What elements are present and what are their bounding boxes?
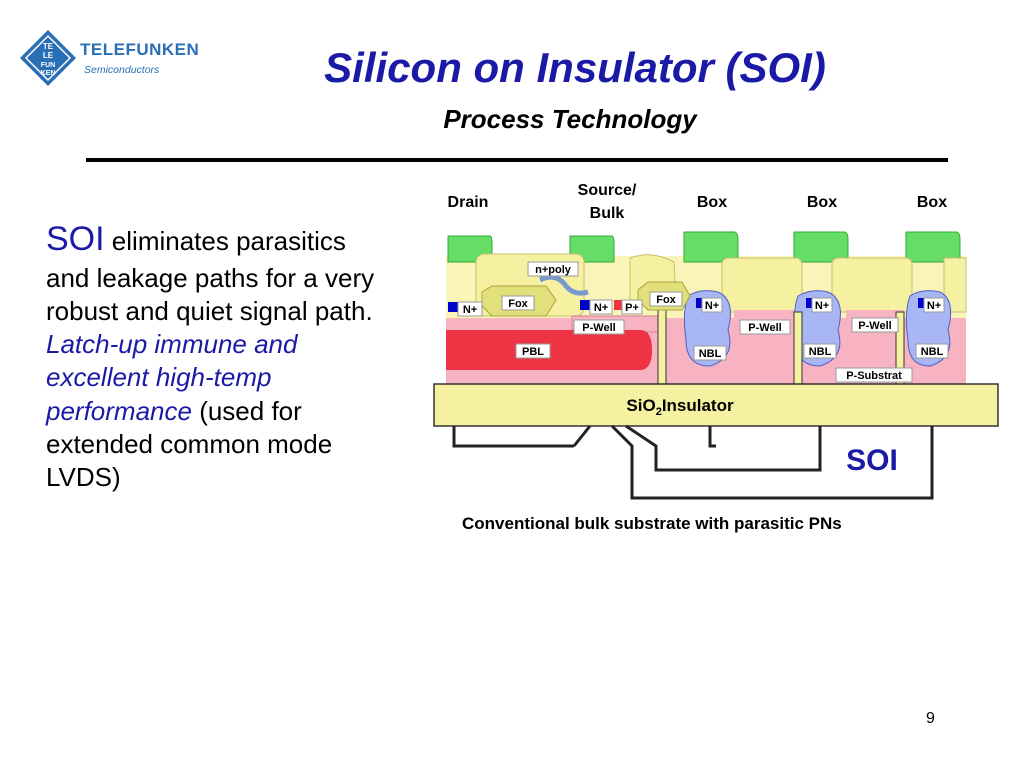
badge-letters-3: FUN [41, 62, 55, 69]
header-box-1: Box [696, 194, 728, 211]
drain-n-plus-box [457, 301, 483, 317]
box3-n-plus-box [923, 297, 945, 313]
fox-label-2: Fox [656, 294, 676, 306]
insulator-label-pre: SiO [626, 396, 655, 415]
body-italic-text: Latch-up immune and excellent high-temp … [46, 329, 298, 426]
badge-letters-4: KEN [41, 70, 56, 77]
nbl-2-box [803, 343, 837, 359]
brand-subtitle: Semiconductors [84, 64, 160, 76]
n-poly-label: n+poly [535, 264, 572, 276]
page-number: 9 [926, 710, 935, 727]
oxide-block-1 [721, 257, 803, 313]
nbl-3-label: NBL [921, 346, 944, 358]
source-n-plus-marker [580, 300, 590, 310]
body-text-part2: (used for extended common mode LVDS) [46, 395, 333, 493]
box2-n-plus-box [811, 297, 833, 313]
p-well-mid-label: P-Well [748, 322, 781, 334]
p-well-right-label: P-Well [858, 320, 891, 332]
brand-name: TELEFUNKEN [80, 40, 200, 59]
box3-n-plus-label: N+ [927, 300, 941, 312]
nbl-3-box [915, 343, 949, 359]
header-bulk: Bulk [589, 205, 625, 222]
box3-n-plus-marker [918, 298, 926, 308]
header-source: Source/ [577, 182, 637, 199]
header-drain: Drain [447, 194, 489, 211]
box2-n-plus-marker [806, 298, 814, 308]
slide-subtitle: Process Technology [443, 104, 697, 134]
p-plus-box [621, 299, 643, 315]
telefunken-badge-icon: TE LE FUN KEN [20, 30, 76, 86]
trench-2 [793, 311, 803, 387]
p-well-left-box [573, 319, 625, 335]
sio2-insulator-layer [433, 383, 999, 427]
box3-contact [905, 231, 961, 263]
badge-letters-1: TE [43, 42, 54, 51]
telefunken-logo: TE LE FUN KEN [18, 28, 188, 88]
p-substrate-box [835, 367, 913, 383]
insulator-label: SiO2Insulator [626, 396, 734, 418]
drain-n-plus-marker [448, 302, 458, 312]
diagram-caption: Conventional bulk substrate with parasit… [462, 514, 842, 533]
source-n-plus-box [589, 299, 613, 315]
box1-n-plus-label: N+ [705, 300, 719, 312]
box1-contact [683, 231, 739, 263]
header-box-3: Box [916, 194, 948, 211]
parasitic-wires [452, 424, 934, 500]
slide-title: Silicon on Insulator (SOI) [324, 44, 826, 91]
soi-diagram-label: SOI [846, 444, 898, 477]
title-divider [86, 158, 948, 162]
p-substrate-label: P-Substrat [846, 370, 902, 382]
box1-n-plus-box [701, 297, 723, 313]
box2-n-plus-label: N+ [815, 300, 829, 312]
header-box-2: Box [806, 194, 838, 211]
box2-contact [793, 231, 849, 263]
nbl-1-label: NBL [699, 348, 722, 360]
fox-label-1: Fox [508, 298, 528, 310]
n-poly-label-box [527, 261, 579, 277]
p-well-right-box [851, 317, 899, 333]
pbl-label-box [515, 343, 551, 359]
trench-1 [657, 303, 667, 387]
insulator-label-post: Insulator [662, 396, 734, 415]
insulator-label-sub: 2 [656, 406, 662, 418]
p-well-left-label: P-Well [582, 322, 615, 334]
oxide-block-2 [831, 257, 913, 313]
drain-n-plus-label: N+ [463, 304, 477, 316]
p-well-mid-box [739, 319, 791, 335]
n-poly-wire [538, 274, 589, 296]
nbl-1-box [693, 345, 727, 361]
fox-label-2-box [649, 291, 683, 307]
source-n-plus-label: N+ [594, 302, 608, 314]
p-plus-label: P+ [625, 302, 639, 314]
badge-letters-2: LE [43, 51, 54, 60]
body-paragraph: SOI eliminates parasitics and leakage pa… [46, 218, 396, 494]
nbl-2-label: NBL [809, 346, 832, 358]
oxide-block-3 [943, 257, 967, 313]
fox-label-1-box [501, 295, 535, 311]
soi-lead-word: SOI [46, 220, 105, 258]
pbl-label: PBL [522, 346, 544, 358]
box1-n-plus-marker [696, 298, 704, 308]
p-plus-marker [614, 300, 622, 310]
body-text-part1: eliminates parasitics and leakage paths … [46, 226, 375, 326]
